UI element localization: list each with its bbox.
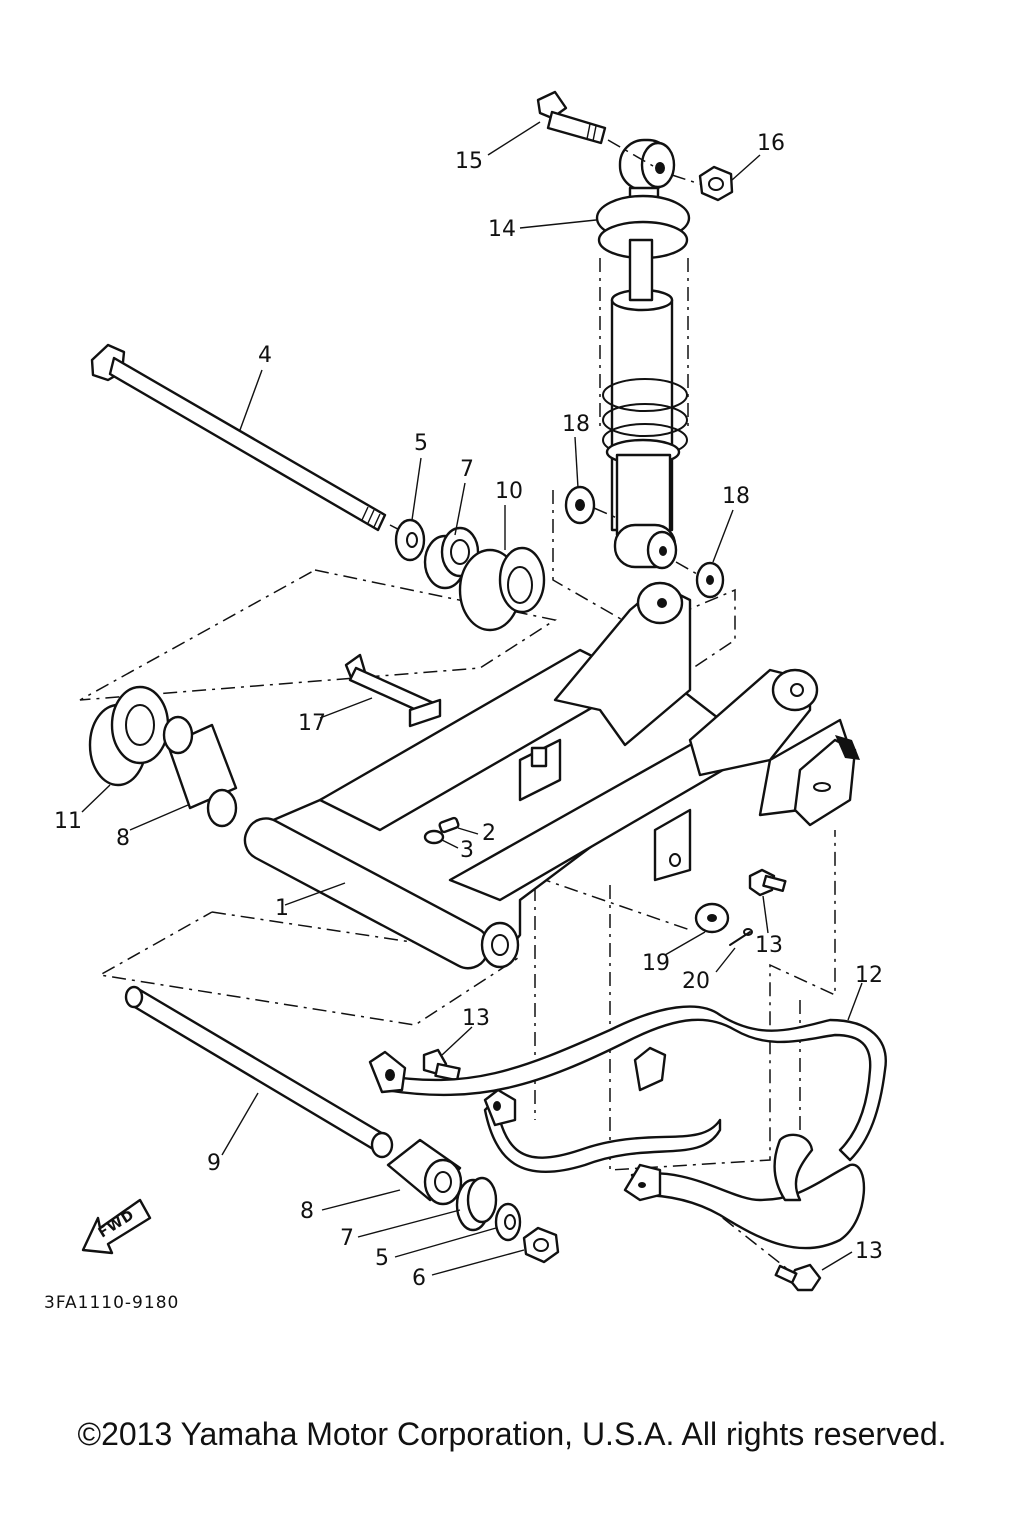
copyright-notice: ©2013 Yamaha Motor Corporation, U.S.A. A… bbox=[77, 1416, 947, 1452]
cotter-pin-20 bbox=[729, 928, 753, 946]
shock-absorber bbox=[595, 138, 691, 570]
callout-13-upper: 13 bbox=[755, 933, 783, 958]
clip-3 bbox=[423, 829, 445, 845]
callout-5-bottom: 5 bbox=[375, 1246, 389, 1271]
grease-nipple-2 bbox=[438, 816, 460, 834]
callout-5-top: 5 bbox=[414, 431, 428, 456]
callout-15: 15 bbox=[455, 149, 483, 174]
callout-1: 1 bbox=[275, 896, 289, 921]
washer-18-left bbox=[564, 485, 618, 525]
callout-10: 10 bbox=[495, 479, 523, 504]
callout-20: 20 bbox=[682, 969, 710, 994]
bolt-13-upper bbox=[748, 868, 787, 897]
lower-shaft-9 bbox=[124, 985, 394, 1159]
callout-4: 4 bbox=[258, 343, 272, 368]
callout-17: 17 bbox=[298, 711, 326, 736]
collar-8-bottom bbox=[386, 1138, 463, 1206]
pivot-shaft-4 bbox=[90, 343, 416, 539]
callout-2: 2 bbox=[482, 821, 496, 846]
callout-8-bottom: 8 bbox=[300, 1199, 314, 1224]
callout-13-lower: 13 bbox=[855, 1239, 883, 1264]
bolt-13-lower bbox=[774, 1263, 822, 1292]
bearing-11 bbox=[88, 685, 170, 787]
callout-numbers: 15 16 14 4 5 18 7 10 18 17 11 8 2 3 1 13… bbox=[54, 131, 883, 1291]
callout-7-bottom: 7 bbox=[340, 1226, 354, 1251]
callout-19: 19 bbox=[642, 951, 670, 976]
guard-bar-12 bbox=[368, 1005, 887, 1250]
washer-5-bottom bbox=[494, 1202, 522, 1242]
oil-seal-7-bottom bbox=[455, 1176, 498, 1232]
callout-13-middle: 13 bbox=[462, 1006, 490, 1031]
bushing-10 bbox=[458, 546, 546, 632]
nut-6 bbox=[522, 1226, 560, 1264]
callout-18-right: 18 bbox=[722, 484, 750, 509]
washer-18-right bbox=[675, 561, 725, 599]
callout-18-left: 18 bbox=[562, 412, 590, 437]
callout-11: 11 bbox=[54, 809, 82, 834]
callout-6: 6 bbox=[412, 1266, 426, 1291]
callout-14: 14 bbox=[488, 217, 516, 242]
nut-16 bbox=[671, 165, 734, 202]
callout-3: 3 bbox=[460, 838, 474, 863]
bolt-15 bbox=[536, 90, 661, 171]
leader-lines bbox=[81, 121, 863, 1276]
diagram-part-code: 3FA1110-9180 bbox=[44, 1293, 179, 1313]
callout-9: 9 bbox=[207, 1151, 221, 1176]
washer-19 bbox=[694, 902, 730, 934]
callout-8-top: 8 bbox=[116, 826, 130, 851]
callout-16: 16 bbox=[757, 131, 785, 156]
collar-8-top bbox=[162, 715, 238, 828]
callout-7-top: 7 bbox=[460, 457, 474, 482]
washer-5-top bbox=[394, 518, 426, 562]
callout-12: 12 bbox=[855, 963, 883, 988]
right-bracket bbox=[793, 735, 860, 827]
fwd-arrow-icon: FWD bbox=[81, 1198, 152, 1255]
rear-arm-1 bbox=[243, 581, 852, 970]
bolt-13-middle bbox=[422, 1048, 461, 1082]
